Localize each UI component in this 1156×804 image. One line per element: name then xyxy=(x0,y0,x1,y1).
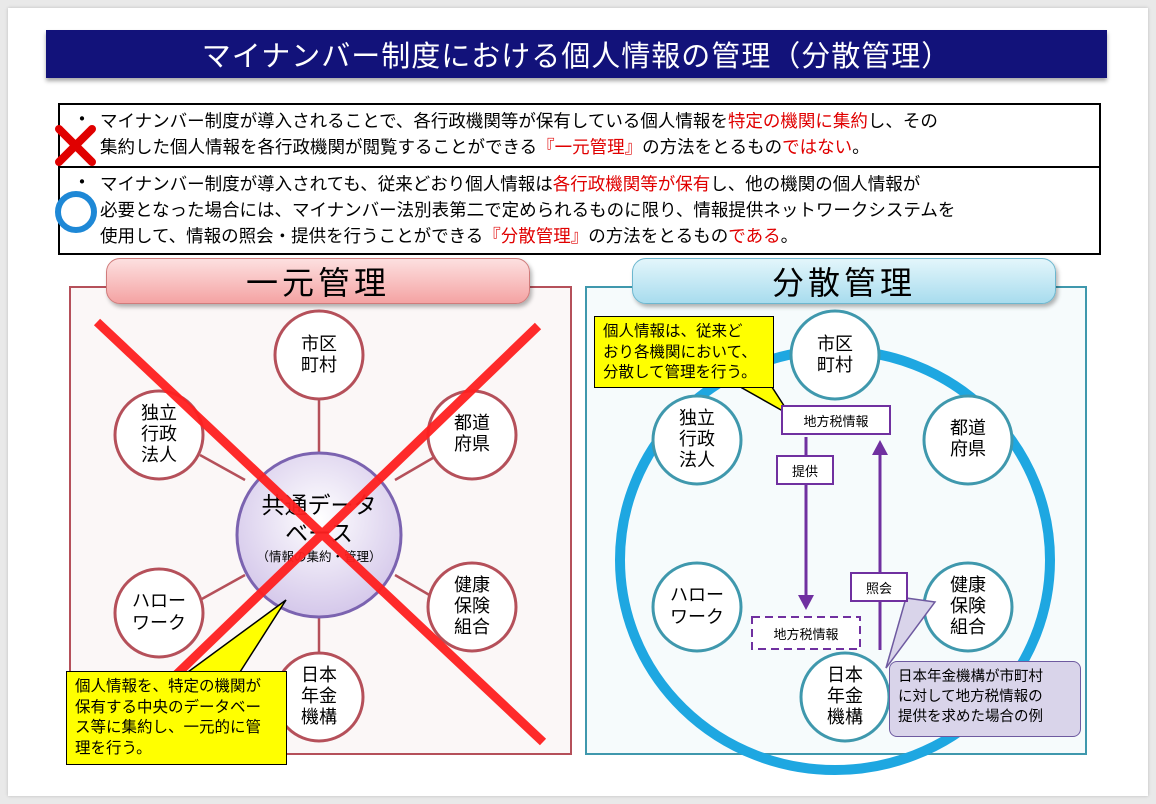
statement-ok-line-3: 使用して、情報の照会・提供を行うことができる『分散管理』の方法をとるものである。 xyxy=(100,227,799,247)
node-dokuritsu xyxy=(651,394,743,486)
provide-label: 提供 xyxy=(776,455,834,485)
page-title: マイナンバー制度における個人情報の管理（分散管理） xyxy=(46,30,1107,78)
node-todofuken-label: 都道府県 xyxy=(950,418,986,460)
statement-ng-line-1: マイナンバー制度が導入されることで、各行政機関等が保有している個人情報を特定の機… xyxy=(100,112,938,132)
centralized-callout: 個人情報を、特定の機関が保有する中央のデータベース等に集約し、一元的に管理を行う… xyxy=(66,671,287,765)
node-todofuken xyxy=(922,394,1014,486)
centralized-heading: 一元管理 xyxy=(106,258,530,304)
bullet: ・ xyxy=(72,170,92,194)
distributed-callout: 個人情報は、従来どおり各機関において、分散して管理を行う。 xyxy=(594,316,774,388)
node-nenkin-label: 日本年金機構 xyxy=(827,665,863,728)
inquire-label: 照会 xyxy=(850,572,908,602)
node-shichoson-label: 市区町村 xyxy=(817,334,853,376)
statement-distributed: ・ マイナンバー制度が導入されても、従来どおり個人情報は各行政機関等が保有し、他… xyxy=(58,166,1101,255)
tax-info-bottom-box xyxy=(751,616,861,650)
tax-info-top-box: 地方税情報 xyxy=(781,405,891,435)
example-note: 日本年金機構が市町村に対して地方税情報の提供を求めた場合の例 xyxy=(889,661,1081,737)
statement-ok-line-1: マイナンバー制度が導入されても、従来どおり個人情報は各行政機関等が保有し、他の機… xyxy=(100,175,921,195)
distributed-heading: 分散管理 xyxy=(632,258,1056,304)
node-shichoson xyxy=(789,309,881,401)
statement-ng-line-2: 集約した個人情報を各行政機関が閲覧することができる『一元管理』の方法をとるもので… xyxy=(100,138,870,158)
node-kenko-label: 健康保険組合 xyxy=(950,575,986,638)
statement-ok-line-2: 必要となった場合には、マイナンバー法別表第二で定められるものに限り、情報提供ネッ… xyxy=(100,201,956,221)
node-hello-label: ハローワーク xyxy=(670,585,724,628)
node-dokuritsu-label: 独立行政法人 xyxy=(679,408,715,471)
node-hello xyxy=(651,561,743,653)
tax-info-bottom-label: 地方税情報 xyxy=(773,627,839,643)
